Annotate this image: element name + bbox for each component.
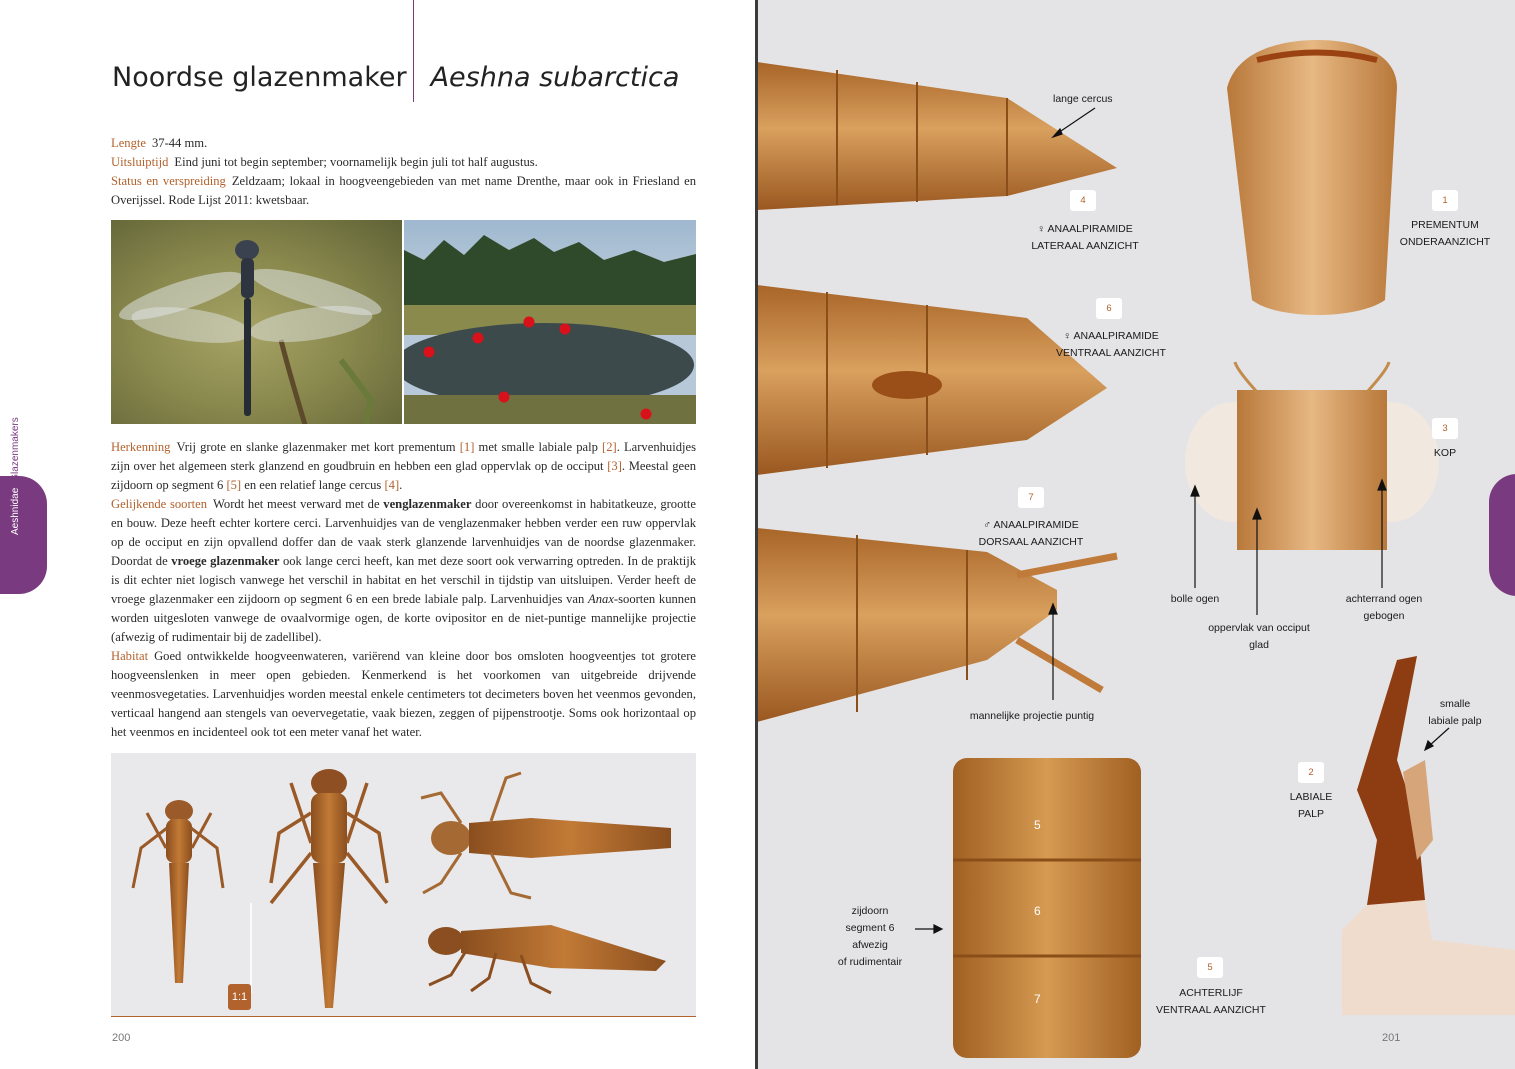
page-number-left: 200 xyxy=(112,1032,131,1044)
bog-pool-illustration xyxy=(404,235,696,424)
figure-7-badge: 7 xyxy=(1018,487,1044,508)
scientific-name: Aeshna subarctica xyxy=(430,62,680,93)
eyes-callout: bolle ogen xyxy=(1170,593,1220,605)
segment-label: 7 xyxy=(1034,992,1041,1006)
specimen-illustrations xyxy=(757,40,1515,1058)
common-name: Noordse glazenmaker xyxy=(112,62,407,93)
exuviae-illustrations xyxy=(131,769,671,1008)
figure-5-badge: 5 xyxy=(1197,957,1223,978)
page-gutter xyxy=(755,0,758,1069)
figure-6-badge: 6 xyxy=(1096,298,1122,319)
chapter-tab-right xyxy=(1489,474,1515,596)
figure-2-badge: 2 xyxy=(1298,762,1324,783)
male-projection-callout: mannelijke projectie puntig xyxy=(969,710,1095,722)
figure-3-caption: KOP xyxy=(1433,447,1457,459)
adult-dragonfly-photo xyxy=(111,220,402,424)
figure-1-badge: 1 xyxy=(1432,190,1458,211)
habitat-photo xyxy=(404,220,696,424)
page-number-right: 201 xyxy=(1382,1032,1401,1044)
dragonfly-illustration xyxy=(119,240,382,424)
chapter-tab xyxy=(0,476,47,594)
figure-3-badge: 3 xyxy=(1432,418,1458,439)
title-divider xyxy=(413,0,414,102)
left-page: Noordse glazenmaker Aeshna subarctica Len… xyxy=(0,0,757,1069)
figure-4-badge: 4 xyxy=(1070,190,1096,211)
exuviae-photo-panel xyxy=(111,753,696,1017)
scale-badge: 1:1 xyxy=(228,984,251,1010)
segment-label: 6 xyxy=(1034,904,1041,918)
cercus-callout: lange cercus xyxy=(1053,93,1113,105)
chapter-label: AeshnidaeGlazenmakers xyxy=(10,417,21,535)
segment-label: 5 xyxy=(1034,818,1041,832)
page-title: Noordse glazenmaker Aeshna subarctica xyxy=(112,62,679,93)
